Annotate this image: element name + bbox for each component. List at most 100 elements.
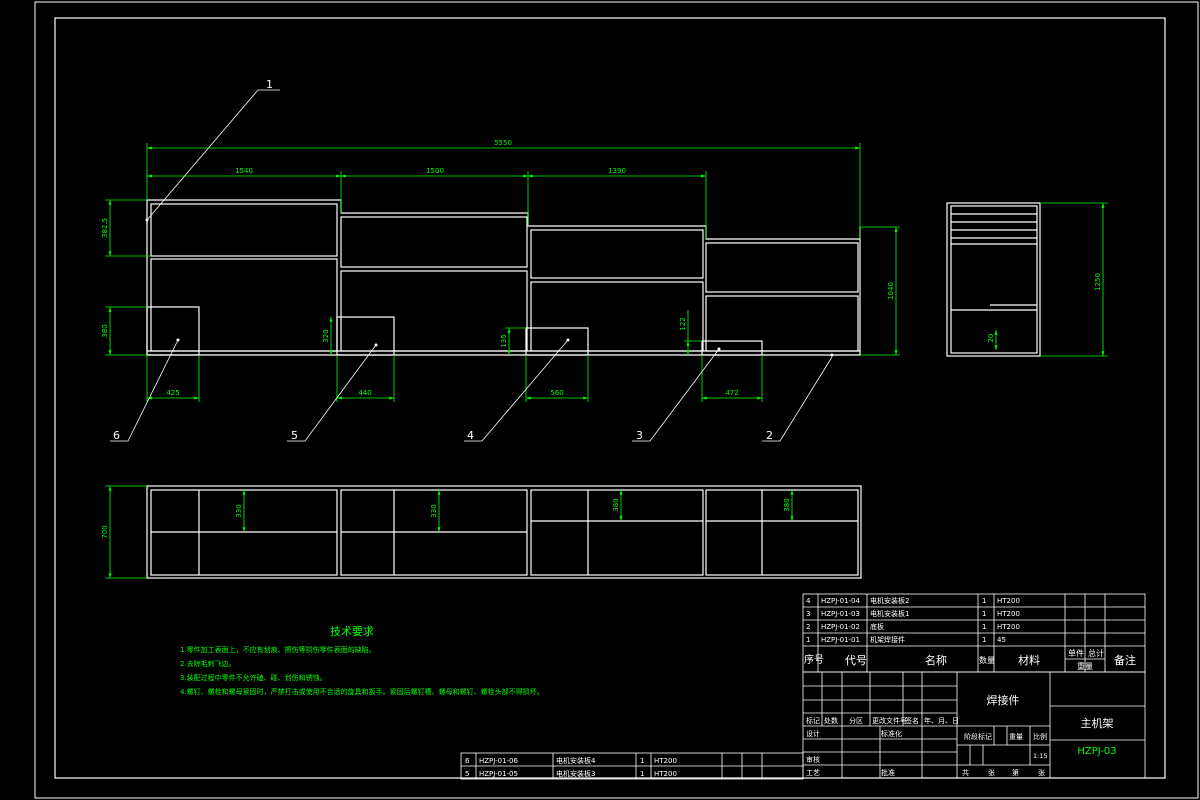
callout-labels: 1 2 3 4 5 6 [113,78,773,442]
plate-4 [525,327,589,356]
tb-header-change-doc: 更改文件号 [872,716,907,725]
bom-upper-text: 4 HZPJ-01-04 电机安装板2 1 HT200 3 HZPJ-01-03… [804,596,1136,671]
tb-check: 审核 [806,755,820,764]
tb-scale: 比例 [1033,732,1047,741]
bom-upper [802,593,1146,673]
bom-header-code: 代号 [845,654,867,667]
dim-side-height: 1250 [1094,273,1102,291]
dim-seg1: 1540 [235,167,253,175]
side-view [946,202,1041,357]
frame-cell-4-bottom [705,295,859,352]
bom-row-2-code: HZPJ-01-02 [821,623,860,631]
tech-item-2: 2.去除毛刺飞边。 [180,659,236,668]
tech-requirements: 技术要求 1.零件加工表面上，不应有划痕、擦伤等损伤零件表面的缺陷。 2.去除毛… [180,625,544,696]
bom-lower-text: 6 HZPJ-01-06 电机安装板4 1 HT200 5 HZPJ-01-05… [465,756,677,778]
inner-border [54,17,1166,779]
bom-row-6-name: 电机安装板4 [556,756,596,765]
tech-title: 技术要求 [330,625,374,638]
tb-process: 工艺 [806,769,820,777]
bom-row-6-mat: HT200 [654,757,677,765]
frame-cell-3-top [530,229,704,279]
dim-side-small: 20 [987,334,995,343]
bom-row-5-name: 电机安装板3 [556,769,595,778]
bom-row-4-qty: 1 [982,597,986,605]
bom-row-4-mat: HT200 [997,597,1020,605]
tb-header-count: 处数 [824,716,838,725]
bom-row-4-name: 电机安装板2 [870,596,909,605]
tech-item-4: 4.螺钉、螺栓和螺母紧固时，严禁打击或使用不合适的旋具和扳手。紧固后螺钉槽、螺母… [180,687,544,696]
leader-dots [145,218,834,357]
tb-part-type: 焊接件 [987,693,1020,707]
front-view [146,199,861,356]
bom-row-6-qty: 1 [640,757,644,765]
dim-plan-2: 330 [430,504,438,517]
tb-stage-mark: 阶段标记 [964,732,992,741]
bom-row-2-name: 底板 [870,622,884,631]
bom-row-5-qty: 1 [640,770,644,778]
dim-plate6-width: 425 [166,389,179,397]
callout-5: 5 [291,429,298,442]
bom-header-mat: 材料 [1018,653,1040,667]
callout-1: 1 [266,78,273,91]
tb-standard: 标准化 [881,729,902,738]
tb-sheets-unit-2: 张 [1038,768,1045,777]
dim-seg3: 1390 [608,167,626,175]
frame-cell-4-top [705,242,859,293]
front-dimensions [105,143,900,402]
dim-plan-4: 380 [783,498,791,511]
bom-header-no: 序号 [804,653,824,666]
bom-row-3-code: HZPJ-01-03 [821,610,860,618]
leaders [110,89,833,442]
tb-header-zone: 分区 [849,716,863,725]
tb-header-mark: 标记 [806,716,820,725]
bom-row-1-mat: 45 [997,636,1006,644]
bom-row-4-code: HZPJ-01-04 [821,597,861,605]
callout-2: 2 [766,429,773,442]
front-dimension-texts: 5550 1540 1500 1390 382.5 380 320 135 12… [101,139,895,397]
bom-header-total: 总计 [1088,648,1104,658]
dim-plate6-height: 380 [101,324,109,337]
tb-sheets-total: 共 [962,768,969,777]
frame-cell-2-top [340,216,528,268]
dim-overall: 5550 [494,139,512,147]
frame-cell-1-bottom [150,258,338,352]
dim-plate3-height: 122 [679,317,687,330]
dim-plate4-height: 135 [500,334,508,347]
dim-seg2: 1500 [426,167,444,175]
bom-row-5-code: HZPJ-01-05 [479,770,518,778]
tb-header-sign: 签名 [905,716,919,725]
tb-approve: 批准 [881,768,895,777]
frame-cell-1-top [150,203,338,257]
frame-outline [146,199,861,356]
bom-header-note: 备注 [1114,653,1136,667]
outer-border [34,1,1199,799]
tb-drawing-code: HZPJ-03 [1077,746,1116,757]
bom-row-4-no: 4 [806,597,811,605]
dim-plan-3: 380 [612,498,620,511]
bom-row-5-no: 5 [465,770,469,778]
dim-plan-depth: 700 [101,525,109,538]
tb-drawing-name: 主机架 [1081,716,1114,730]
bom-lower [460,752,804,780]
bom-row-2-no: 2 [806,623,810,631]
bom-row-1-code: HZPJ-01-01 [821,636,860,644]
callout-3: 3 [636,429,643,442]
bom-row-6-code: HZPJ-01-06 [479,757,519,765]
bom-header-name: 名称 [925,653,947,667]
bom-row-6-no: 6 [465,757,470,765]
tech-item-3: 3.装配过程中零件不允许磕、碰、划伤和锈蚀。 [180,673,327,682]
bom-header-qty: 数量 [979,655,995,665]
frame-cell-3-bottom [530,281,704,352]
bom-header-weight: 重量 [1077,661,1093,671]
tb-sheets-unit-1: 张 [988,768,995,777]
bom-row-3-no: 3 [806,610,810,618]
dim-plate3-width: 472 [725,389,738,397]
dim-plate5-height: 320 [322,329,330,342]
title-block [802,671,1146,779]
bom-row-5-mat: HT200 [654,770,677,778]
bom-row-1-name: 机架焊接件 [870,635,905,644]
callout-6: 6 [113,429,120,442]
dim-right-height: 1040 [887,282,895,300]
bom-row-2-mat: HT200 [997,623,1020,631]
